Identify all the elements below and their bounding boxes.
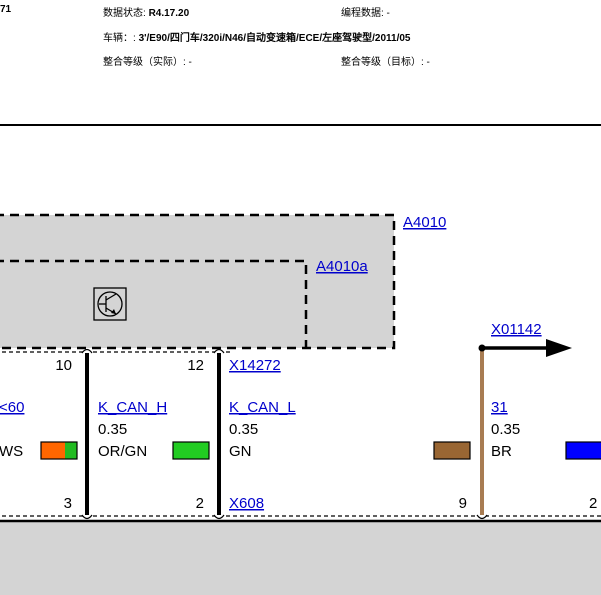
signal-link-k-can-h[interactable]: K_CAN_H: [98, 399, 167, 416]
pin-number: 2: [589, 495, 597, 512]
color-code: OR/GN: [98, 443, 147, 460]
connector-x01142-link[interactable]: X01142: [491, 321, 542, 338]
module-a4010-box: [0, 213, 396, 350]
signal-link-partial[interactable]: <60: [0, 399, 24, 416]
pin-cap: [213, 514, 225, 520]
data-status: 数据状态: R4.17.20: [103, 4, 189, 19]
connector-x608-link[interactable]: X608: [229, 495, 264, 512]
pin-cap: [81, 348, 93, 354]
pin-cap: [213, 348, 225, 354]
programming-data: 编程数据: -: [341, 8, 390, 19]
integration-level-actual: 整合等级（实际）: -: [103, 57, 192, 68]
wire-gauge: 0.35: [98, 421, 127, 438]
wire-gauge: 0.35: [491, 421, 520, 438]
module-a4010a-box: [0, 259, 308, 348]
vehicle-value: 3'/E90/四门车/320i/N46/自动变速箱/ECE/左座驾驶型/2011…: [138, 33, 411, 44]
data-status-value: R4.17.20: [148, 8, 190, 19]
pin-cap: [81, 514, 93, 520]
color-code: BR: [491, 443, 512, 460]
color-swatch-gn: [172, 441, 210, 460]
data-status-label: 数据状态:: [103, 8, 146, 19]
pin-number: 10: [55, 357, 72, 374]
pin-number: 9: [459, 495, 467, 512]
integration-level-target: 整合等级（目标）: -: [341, 57, 430, 68]
pin-cap: [476, 514, 488, 520]
transistor-icon: [93, 287, 127, 321]
component-a4010-link[interactable]: A4010: [403, 214, 446, 231]
pin-number: 3: [64, 495, 72, 512]
vehicle-info: 车辆：: 3'/E90/四门车/320i/N46/自动变速箱/ECE/左座驾驶型…: [103, 29, 411, 44]
wire-gauge: 0.35: [229, 421, 258, 438]
component-a4010a-link[interactable]: A4010a: [316, 258, 368, 275]
lower-module-area: [0, 521, 601, 595]
color-code: WS: [0, 443, 23, 460]
pin-number: 2: [196, 495, 204, 512]
connector-x14272-link[interactable]: X14272: [229, 357, 281, 374]
signal-link-k-can-l[interactable]: K_CAN_L: [229, 399, 296, 416]
pin-number: 12: [187, 357, 204, 374]
vehicle-label: 车辆：:: [103, 33, 136, 44]
arrow-right-icon[interactable]: [482, 339, 572, 357]
color-code: GN: [229, 443, 252, 460]
color-swatch-or-gn: [40, 441, 78, 460]
color-swatch-br: [433, 441, 471, 460]
page-fragment: 71: [0, 4, 12, 15]
signal-link-31[interactable]: 31: [491, 399, 508, 416]
color-swatch-blue: [565, 441, 601, 460]
